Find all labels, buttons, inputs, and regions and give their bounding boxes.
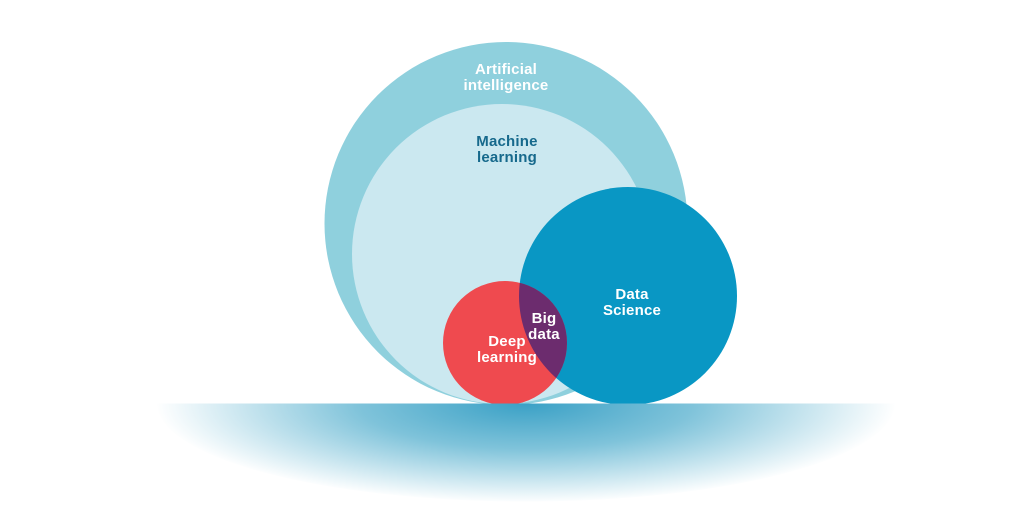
ds-label-line1: Data: [615, 286, 649, 303]
artificial-intelligence-label: Artificial intelligence: [464, 61, 549, 94]
ai-label-line1: Artificial: [475, 61, 537, 78]
bd-label-line2: data: [528, 326, 560, 343]
deep-learning-label: Deep learning: [477, 333, 537, 366]
ml-label-line1: Machine: [476, 133, 537, 150]
data-science-circle: [519, 187, 737, 405]
dl-label-line2: learning: [477, 349, 537, 366]
bd-label-line1: Big: [532, 310, 557, 327]
reflection-shadow: [157, 403, 895, 502]
ds-label-line2: Science: [603, 302, 661, 319]
data-science-label: Data Science: [603, 286, 661, 319]
machine-learning-label: Machine learning: [476, 133, 537, 166]
ml-label-line2: learning: [477, 149, 537, 166]
dl-label-line1: Deep: [488, 333, 525, 350]
big-data-label: Big data: [528, 310, 560, 343]
ai-label-line2: intelligence: [464, 77, 549, 94]
